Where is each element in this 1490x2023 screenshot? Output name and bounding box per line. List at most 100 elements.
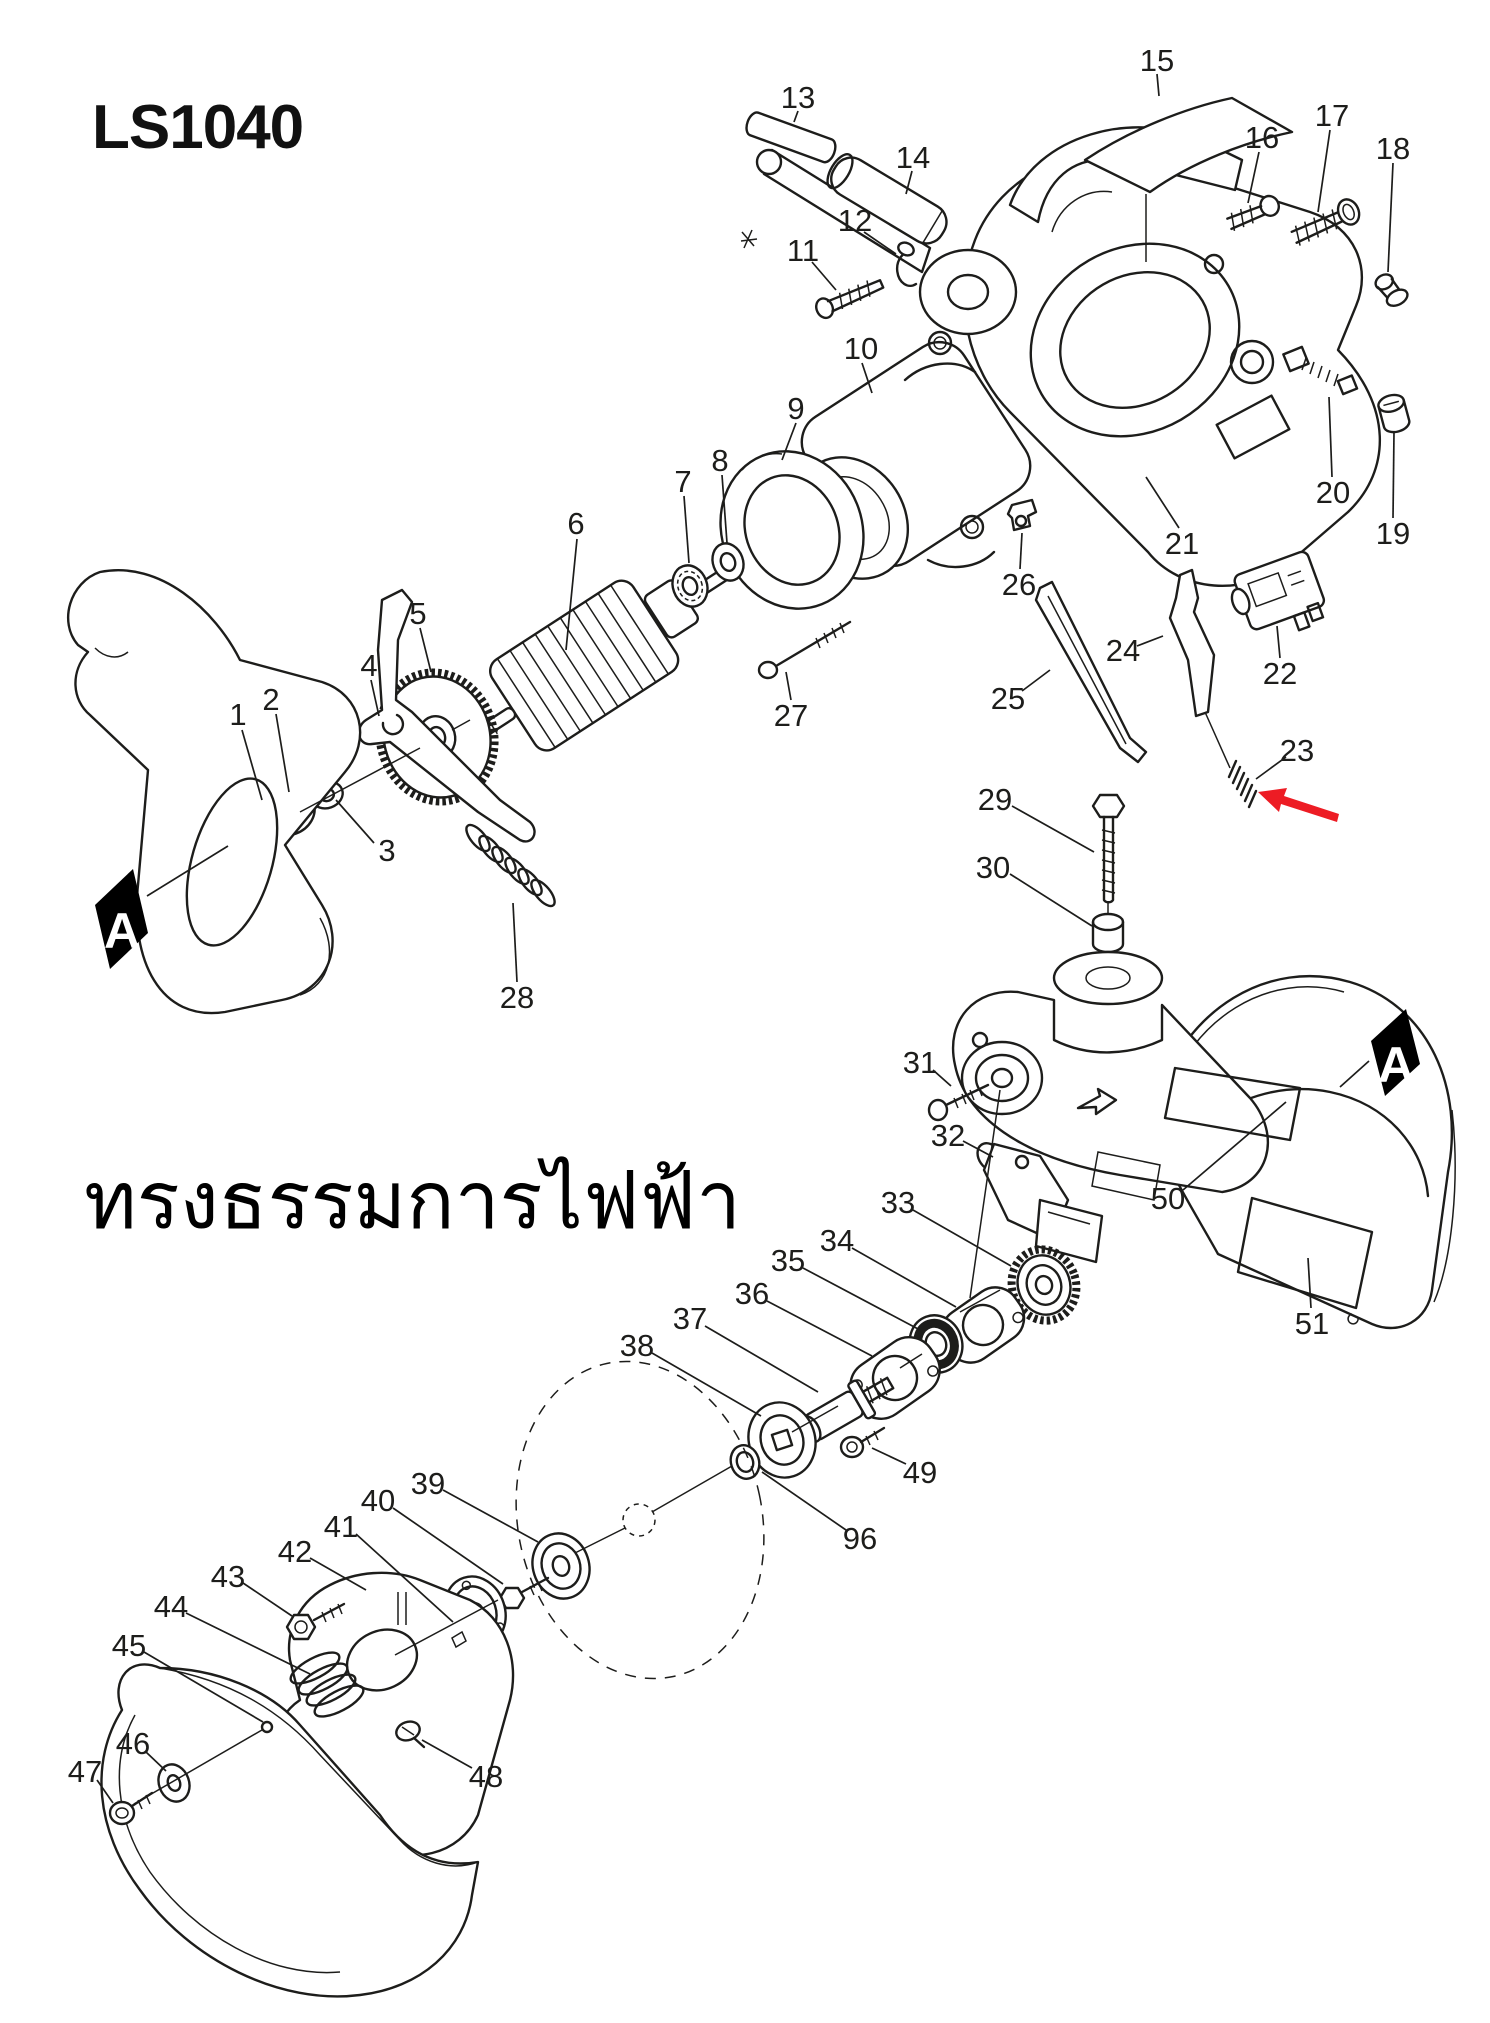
part-label-41: 41 [324, 1509, 358, 1544]
leader-line-32 [962, 1140, 994, 1158]
part-cap-18 [1374, 273, 1409, 307]
leader-line-15 [1156, 73, 1160, 97]
leader-line-8 [721, 474, 728, 544]
leader-line-33 [912, 1209, 1012, 1267]
saw-blade-outline [515, 1360, 765, 1680]
section-markers: AA [95, 845, 1420, 1096]
leader-line-36 [766, 1300, 873, 1357]
leader-line-47 [96, 1779, 114, 1804]
leader-line-25 [1021, 669, 1051, 692]
part-gear-housing [952, 950, 1302, 1201]
part-label-18: 18 [1376, 131, 1410, 166]
part-label-32: 32 [931, 1118, 965, 1153]
leader-line-30 [1009, 873, 1093, 927]
part-label-37: 37 [673, 1301, 707, 1336]
part-label-34: 34 [820, 1223, 854, 1258]
leader-line-2 [275, 713, 290, 793]
part-label-46: 46 [116, 1726, 150, 1761]
leader-line-31 [932, 1069, 952, 1087]
part-lever [357, 588, 536, 843]
part-switch [1230, 550, 1326, 632]
section-marker-letter: A [1378, 1037, 1414, 1093]
leader-line-26 [1019, 532, 1023, 570]
part-label-20: 20 [1316, 475, 1350, 510]
part-safety-cover [100, 1663, 480, 1998]
leader-line-18 [1387, 162, 1394, 273]
part-label-38: 38 [620, 1328, 654, 1363]
leader-line-9 [781, 422, 797, 461]
leader-line-7 [683, 495, 690, 564]
leader-line-37 [704, 1325, 819, 1393]
part-label-48: 48 [469, 1759, 503, 1794]
part-screw-11 [815, 279, 885, 320]
part-label-40: 40 [361, 1483, 395, 1518]
leader-line-96 [761, 1471, 847, 1531]
leader-line-19 [1392, 431, 1395, 519]
part-label-19: 19 [1376, 516, 1410, 551]
leader-line-11 [811, 261, 837, 291]
part-bearing-8 [711, 542, 745, 582]
part-label-51: 51 [1295, 1306, 1329, 1341]
marker-leader-1 [1339, 1060, 1370, 1088]
part-label-2: 2 [262, 682, 279, 717]
leader-line-39 [442, 1489, 539, 1543]
leader-line-3 [335, 799, 375, 844]
section-marker-box [1371, 1009, 1420, 1096]
part-label-42: 42 [278, 1534, 312, 1569]
watermark-text: ทรงธรรมการไฟฟ้า [84, 1156, 741, 1245]
part-label-25: 25 [991, 681, 1025, 716]
leader-line-35 [802, 1267, 921, 1331]
part-label-23: 23 [1280, 733, 1314, 768]
part-flange-38 [747, 1401, 817, 1479]
section-marker-box [95, 869, 148, 969]
section-marker-letter: A [104, 903, 140, 959]
part-label-11: 11 [787, 233, 819, 268]
page-title: LS1040 [92, 93, 303, 162]
part-label-4: 4 [360, 648, 377, 683]
part-label-36: 36 [735, 1276, 769, 1311]
leader-line-14 [905, 170, 913, 195]
part-pipe [826, 153, 948, 245]
part-label-30: 30 [976, 850, 1010, 885]
part-label-28: 28 [500, 980, 534, 1015]
part-support-arm [740, 148, 1018, 336]
part-label-39: 39 [411, 1466, 445, 1501]
part-label-15: 15 [1140, 43, 1174, 78]
leader-line-17 [1317, 129, 1331, 213]
part-label-13: 13 [781, 80, 815, 115]
part-screw-47 [108, 1729, 263, 1826]
part-label-7: 7 [674, 464, 691, 499]
part-label-22: 22 [1263, 656, 1297, 691]
part-baffle-ring [719, 450, 865, 610]
leader-line-45 [143, 1651, 264, 1723]
leader-line-24 [1136, 635, 1164, 647]
part-clamp-nut [1006, 498, 1038, 532]
part-screw-17 [1290, 198, 1361, 246]
part-label-14: 14 [896, 140, 930, 175]
part-brush-spring [1282, 345, 1359, 396]
part-outer-flange [531, 1532, 591, 1600]
leader-line-46 [145, 1751, 167, 1772]
leader-line-22 [1276, 625, 1281, 659]
part-hex-bolt-43 [285, 1602, 346, 1641]
leader-line-10 [861, 362, 873, 394]
part-label-29: 29 [978, 782, 1012, 817]
leader-line-12 [863, 231, 897, 255]
leader-line-27 [785, 671, 792, 701]
part-screw-49 [839, 1426, 886, 1459]
part-stopper-lever [976, 1141, 1104, 1264]
leader-line-1 [241, 729, 263, 801]
part-screw-31 [927, 1083, 990, 1122]
part-screw-27 [757, 620, 852, 680]
marker-leader-0 [146, 845, 229, 897]
part-label-5: 5 [409, 596, 426, 631]
part-lock-lever [1034, 580, 1148, 764]
part-label-1: 1 [229, 697, 246, 732]
part-screw-16 [1226, 194, 1280, 232]
part-label-49: 49 [903, 1455, 937, 1490]
leader-line-51 [1307, 1257, 1312, 1309]
part-label-3: 3 [378, 833, 395, 868]
